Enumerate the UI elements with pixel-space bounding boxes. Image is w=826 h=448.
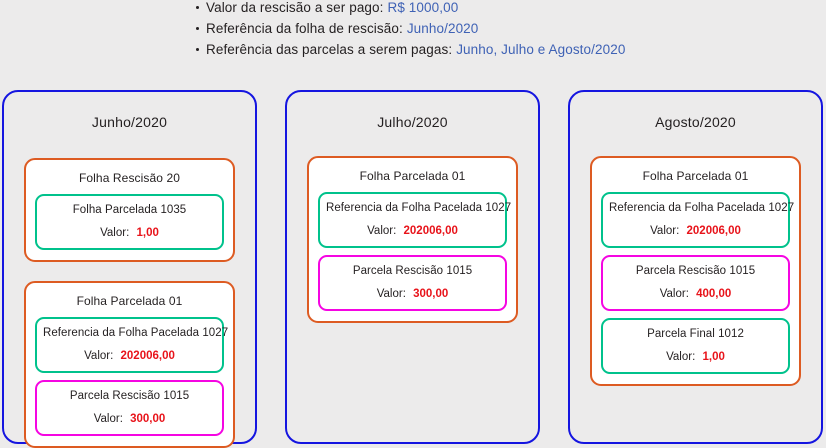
note-label: Valor da rescisão a ser pago: [206,0,384,15]
value-label: Valor: [93,413,123,425]
item-card-title: Parcela Final 1012 [647,328,744,340]
item-card: Referencia da Folha Pacelada 1027 Valor:… [601,192,795,248]
group-card-title: Folha Rescisão 20 [78,171,181,185]
group-card: Folha Parcelada 01 Referencia da Folha P… [307,156,518,323]
bullet-dot-icon [196,6,199,9]
item-card: Parcela Rescisão 1015 Valor: 300,00 [35,380,224,436]
month-panel-title: Agosto/2020 [655,114,736,130]
note-value: Junho, Julho e Agosto/2020 [456,42,626,57]
value-amount: 202006,00 [120,350,175,362]
item-card-title: Referencia da Folha Pacelada 1027 [609,202,795,214]
item-card-title: Parcela Rescisão 1015 [352,265,473,277]
bullet-dot-icon [196,48,199,51]
note-label: Referência da folha de rescisão: [206,21,403,36]
item-card: Folha Parcelada 1035 Valor: 1,00 [35,194,224,250]
month-columns: Junho/2020 Folha Rescisão 20 Folha Parce… [0,90,826,448]
group-card-title: Folha Parcelada 01 [76,294,183,308]
value-label: Valor: [84,350,114,362]
value-amount: 1,00 [136,227,159,239]
month-panel-junho: Junho/2020 Folha Rescisão 20 Folha Parce… [2,90,257,448]
value-amount: 202006,00 [686,225,741,237]
group-card-title: Folha Parcelada 01 [359,169,466,183]
summary-notes-list: Valor da rescisão a ser pago: R$ 1000,00… [196,0,816,63]
note-label: Referência das parcelas a serem pagas: [206,42,453,57]
note-line: Referência das parcelas a serem pagas: J… [196,42,816,63]
value-label: Valor: [650,225,680,237]
month-panel-agosto: Agosto/2020 Folha Parcelada 01 Referenci… [568,90,823,444]
item-card-title: Referencia da Folha Pacelada 1027 [43,327,229,339]
item-card-title: Parcela Rescisão 1015 [635,265,756,277]
item-card-value-row: Valor: 300,00 [326,288,499,300]
value-label: Valor: [659,288,689,300]
item-card-value-row: Valor: 1,00 [609,351,782,363]
item-card-value-row: Valor: 400,00 [609,288,782,300]
group-card: Folha Rescisão 20 Folha Parcelada 1035 V… [24,158,235,262]
item-card-value-row: Valor: 300,00 [43,413,216,425]
value-amount: 400,00 [696,288,732,300]
group-card-title: Folha Parcelada 01 [642,169,749,183]
month-panel-title: Junho/2020 [91,114,168,130]
item-card: Referencia da Folha Pacelada 1027 Valor:… [318,192,512,248]
bullet-dot-icon [196,27,199,30]
value-label: Valor: [100,227,130,239]
note-value: Junho/2020 [406,21,479,36]
item-card-title: Referencia da Folha Pacelada 1027 [326,202,512,214]
item-card: Parcela Rescisão 1015 Valor: 400,00 [601,255,790,311]
item-card-title: Folha Parcelada 1035 [72,204,187,216]
item-card-value-row: Valor: 202006,00 [326,225,499,237]
value-label: Valor: [376,288,406,300]
item-card-value-row: Valor: 1,00 [43,227,216,239]
month-panel-title: Julho/2020 [377,114,448,130]
group-card: Folha Parcelada 01 Referencia da Folha P… [590,156,801,386]
month-panel-julho: Julho/2020 Folha Parcelada 01 Referencia… [285,90,540,444]
note-value: R$ 1000,00 [387,0,459,15]
value-amount: 202006,00 [403,225,458,237]
note-line: Referência da folha de rescisão: Junho/2… [196,21,816,42]
item-card: Parcela Rescisão 1015 Valor: 300,00 [318,255,507,311]
item-card-title: Parcela Rescisão 1015 [69,390,190,402]
item-card-value-row: Valor: 202006,00 [609,225,782,237]
value-label: Valor: [666,351,696,363]
note-line: Valor da rescisão a ser pago: R$ 1000,00 [196,0,816,21]
item-card: Referencia da Folha Pacelada 1027 Valor:… [35,317,229,373]
item-card-value-row: Valor: 202006,00 [43,350,216,362]
value-amount: 1,00 [702,351,725,363]
group-card: Folha Parcelada 01 Referencia da Folha P… [24,281,235,448]
value-label: Valor: [367,225,397,237]
item-card: Parcela Final 1012 Valor: 1,00 [601,318,790,374]
value-amount: 300,00 [130,413,166,425]
value-amount: 300,00 [413,288,449,300]
